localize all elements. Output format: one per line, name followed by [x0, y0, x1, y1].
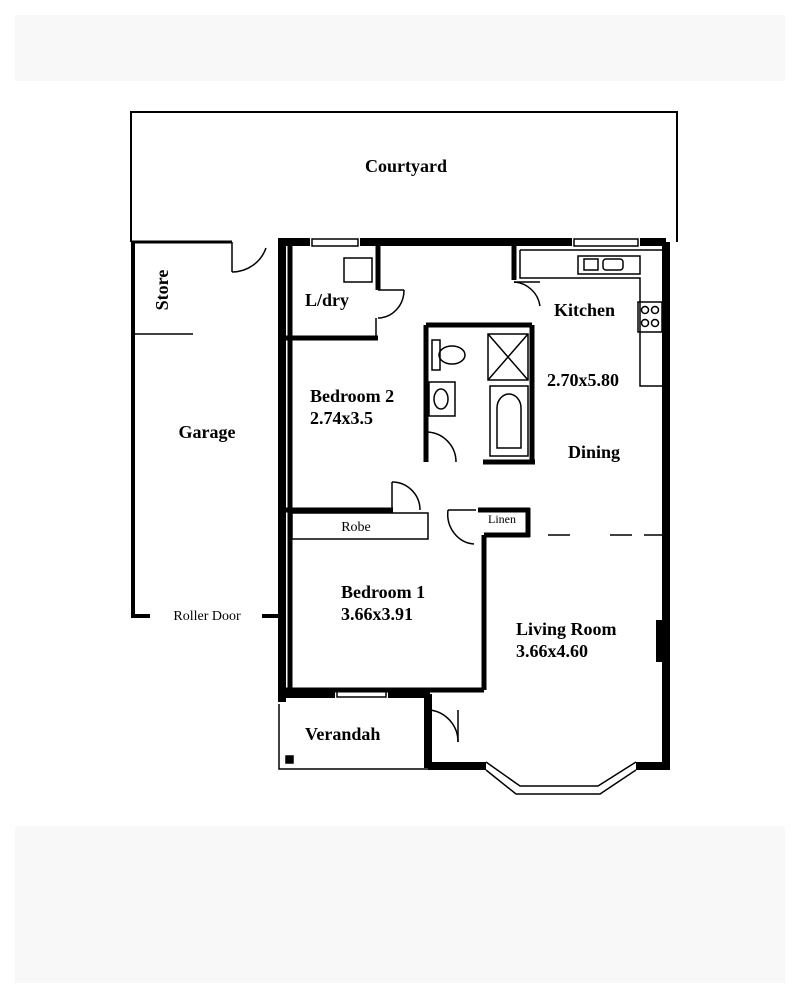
- kitchen-dining-size: 2.70x5.80: [547, 370, 619, 390]
- interior-walls: [285, 242, 535, 694]
- bottom-margin-band: [15, 826, 785, 983]
- garage-walls: [131, 240, 280, 618]
- bedroom1-label: Bedroom 1: [341, 582, 425, 602]
- linen-label: Linen: [488, 512, 516, 526]
- kitchen-cabinets: [519, 249, 663, 387]
- garage-door-swing: [231, 242, 267, 273]
- house-exterior-walls: [278, 238, 670, 770]
- bathroom-fixtures: [428, 333, 529, 457]
- garage-label: Garage: [179, 422, 236, 442]
- living-room-size: 3.66x4.60: [516, 641, 588, 661]
- roller-door-label: Roller Door: [173, 609, 241, 624]
- top-margin-band: [15, 15, 785, 81]
- living-room-label: Living Room: [516, 619, 617, 639]
- dining-label: Dining: [568, 442, 620, 462]
- robe-cupboard: [291, 512, 429, 540]
- laundry-tub: [343, 257, 373, 283]
- laundry-label: L/dry: [305, 290, 349, 310]
- kitchen-label: Kitchen: [554, 300, 615, 320]
- door-swings: [375, 281, 541, 743]
- bay-window: [485, 761, 637, 795]
- courtyard-label: Courtyard: [365, 156, 447, 176]
- verandah-walls: [278, 704, 428, 770]
- bedroom2-label: Bedroom 2: [310, 386, 394, 406]
- robe-label: Robe: [341, 520, 371, 535]
- courtyard-outline: [130, 111, 678, 242]
- fireplace: [656, 620, 666, 662]
- bedroom2-size: 2.74x3.5: [310, 408, 373, 428]
- verandah-label: Verandah: [305, 724, 380, 744]
- bedroom1-size: 3.66x3.91: [341, 604, 413, 624]
- store-label: Store: [152, 270, 172, 311]
